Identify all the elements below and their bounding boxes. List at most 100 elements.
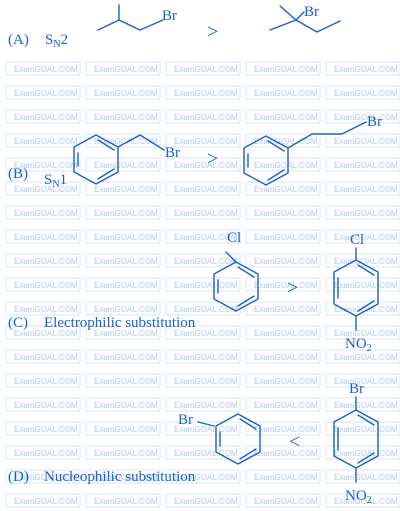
watermark-text: ExamGOAL.COM [334,473,398,482]
watermark-box [165,397,241,412]
watermark-box [85,229,161,244]
watermark-box [325,277,400,292]
watermark-text: ExamGOAL.COM [174,161,238,170]
watermark-box [325,445,400,460]
watermark-text: ExamGOAL.COM [94,377,158,386]
row-c-mechanism: Electrophilic substitution [44,315,196,331]
watermark-text: ExamGOAL.COM [174,401,238,410]
watermark-text: ExamGOAL.COM [254,449,318,458]
watermark-text: ExamGOAL.COM [94,185,158,194]
watermark-box [5,181,81,196]
watermark-text: ExamGOAL.COM [94,281,158,290]
watermark-text: ExamGOAL.COM [254,305,318,314]
watermark-text: ExamGOAL.COM [254,209,318,218]
watermark-box [85,61,161,76]
watermark-text: ExamGOAL.COM [94,89,158,98]
watermark-box [325,373,400,388]
watermark-box [245,469,321,484]
watermark-text: ExamGOAL.COM [174,137,238,146]
row-a-left-atom: Br [162,8,177,24]
watermark-box [5,349,81,364]
watermark-box [165,373,241,388]
row-a: (A) SN2 Br > Br [8,4,341,50]
watermark-box [5,253,81,268]
row-a-right-atom: Br [304,4,319,20]
watermark-text: ExamGOAL.COM [334,305,398,314]
watermark-text: ExamGOAL.COM [254,65,318,74]
watermark-text: ExamGOAL.COM [94,497,158,506]
watermark-text: ExamGOAL.COM [94,401,158,410]
watermark-box [165,349,241,364]
watermark-box [5,157,81,172]
watermark-box [5,85,81,100]
row-d: (D) Nucleophilic substitution Br < Br NO… [8,381,379,506]
watermark-box [325,253,400,268]
watermark-text: ExamGOAL.COM [334,185,398,194]
watermark-text: ExamGOAL.COM [334,353,398,362]
watermark-box [325,85,400,100]
watermark-text: ExamGOAL.COM [94,329,158,338]
watermark-box [85,349,161,364]
watermark-box [325,301,400,316]
watermark-box [85,373,161,388]
watermark-box [245,397,321,412]
watermark-text: ExamGOAL.COM [174,209,238,218]
row-b-right-molecule [243,121,367,186]
watermark-text: ExamGOAL.COM [14,185,78,194]
watermark-box [245,373,321,388]
watermark-text: ExamGOAL.COM [254,377,318,386]
watermark-text: ExamGOAL.COM [14,209,78,218]
watermark-box [85,421,161,436]
watermark-text: ExamGOAL.COM [14,377,78,386]
watermark-box [5,445,81,460]
watermark-text: ExamGOAL.COM [254,329,318,338]
row-c-comparator: > [287,277,298,299]
watermark-text: ExamGOAL.COM [14,65,78,74]
watermark-text: ExamGOAL.COM [14,281,78,290]
watermark-box [5,133,81,148]
watermark-text: ExamGOAL.COM [254,185,318,194]
row-d-comparator: < [289,431,300,453]
watermark-box [165,277,241,292]
watermark-box [5,397,81,412]
row-c-letter: (C) [8,315,28,331]
watermark-text: ExamGOAL.COM [94,161,158,170]
watermark-text: ExamGOAL.COM [254,89,318,98]
watermark-text: ExamGOAL.COM [14,257,78,266]
watermark-box [165,253,241,268]
watermark-box [85,157,161,172]
watermark-box [245,253,321,268]
watermark-text: ExamGOAL.COM [174,329,238,338]
watermark-text: ExamGOAL.COM [334,497,398,506]
watermark-box [325,157,400,172]
watermark-text: ExamGOAL.COM [14,89,78,98]
watermark-box [245,85,321,100]
watermark-box [5,493,81,508]
watermark-text: ExamGOAL.COM [14,137,78,146]
watermark-text: ExamGOAL.COM [94,209,158,218]
watermark-box [5,109,81,124]
watermark-box [5,373,81,388]
watermark-layer: ExamGOAL.COM ExamGOAL.COM ExamGOAL.COM Exam… [5,61,400,508]
watermark-box [245,109,321,124]
row-d-left-atom: Br [178,412,193,428]
row-c-left-atom: Cl [227,230,241,246]
row-d-letter: (D) [8,469,29,485]
watermark-box [245,421,321,436]
row-b-left-atom: Br [165,145,180,161]
watermark-box [165,109,241,124]
watermark-box [5,61,81,76]
row-d-right-top-atom: Br [349,381,364,397]
watermark-text: ExamGOAL.COM [334,425,398,434]
row-a-right-molecule [269,5,341,33]
watermark-text: ExamGOAL.COM [14,113,78,122]
watermark-box [85,325,161,340]
watermark-text: ExamGOAL.COM [334,209,398,218]
watermark-box [85,277,161,292]
watermark-box [165,445,241,460]
watermark-box [5,277,81,292]
watermark-text: ExamGOAL.COM [174,257,238,266]
watermark-text: ExamGOAL.COM [254,353,318,362]
watermark-box [165,493,241,508]
row-d-mechanism: Nucleophilic substitution [44,469,196,485]
